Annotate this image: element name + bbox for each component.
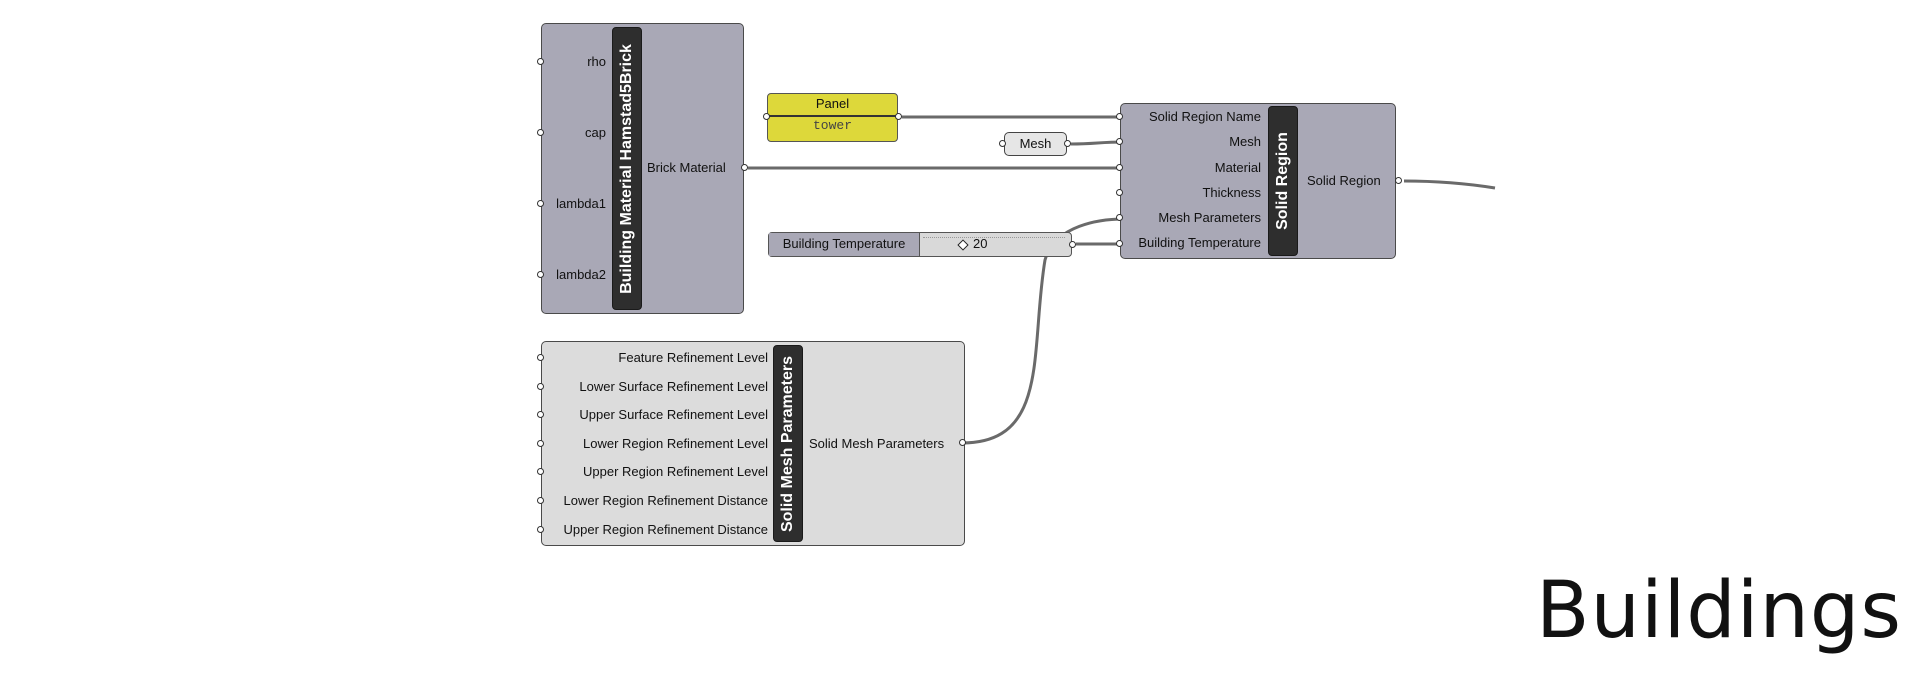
input-lambda2: lambda2 [556, 267, 606, 282]
solid-region-title-bar[interactable]: Solid Region [1268, 106, 1298, 256]
port-brick-material-out[interactable] [741, 164, 748, 171]
input-lambda1: lambda1 [556, 196, 606, 211]
solid-region-component[interactable]: Solid Region Solid Region Name Mesh Mate… [1120, 103, 1396, 259]
port-lambda1[interactable] [537, 200, 544, 207]
port-region-material[interactable] [1116, 164, 1123, 171]
slider-grip[interactable] [957, 239, 969, 251]
canvas-group-title: Buildings [1536, 566, 1903, 656]
port-panel-out[interactable] [895, 113, 902, 120]
input-feature-refinement-level: Feature Refinement Level [618, 350, 768, 365]
panel-component[interactable]: Panel tower [767, 93, 898, 142]
mesh-param[interactable]: Mesh [1004, 132, 1067, 156]
output-brick-material: Brick Material [647, 160, 726, 175]
input-mesh-parameters: Mesh Parameters [1158, 210, 1261, 225]
port-upper-region[interactable] [537, 468, 544, 475]
input-upper-region-refinement-distance: Upper Region Refinement Distance [563, 522, 769, 537]
input-material: Material [1214, 160, 1261, 175]
input-upper-region-refinement-level: Upper Region Refinement Level [583, 464, 768, 479]
port-panel-in[interactable] [763, 113, 770, 120]
port-mesh-in[interactable] [999, 140, 1006, 147]
panel-title: Panel [768, 94, 897, 117]
port-feature-refinement[interactable] [537, 354, 544, 361]
input-upper-surface-refinement-level: Upper Surface Refinement Level [579, 407, 768, 422]
input-thickness: Thickness [1202, 185, 1261, 200]
port-solid-region-out[interactable] [1395, 177, 1402, 184]
brick-material-title-bar[interactable]: Building Material Hamstad5Brick [612, 27, 642, 310]
input-lower-region-refinement-distance: Lower Region Refinement Distance [563, 493, 769, 508]
input-lower-surface-refinement-level: Lower Surface Refinement Level [579, 379, 768, 394]
port-region-mesh[interactable] [1116, 138, 1123, 145]
port-lambda2[interactable] [537, 271, 544, 278]
port-lower-surface[interactable] [537, 383, 544, 390]
input-rho: rho [587, 54, 606, 69]
solid-mesh-parameters-component[interactable]: Solid Mesh Parameters Feature Refinement… [541, 341, 965, 546]
slider-track[interactable]: 20 [919, 233, 1071, 256]
input-building-temperature: Building Temperature [1138, 235, 1261, 250]
port-lower-region[interactable] [537, 440, 544, 447]
port-region-name[interactable] [1116, 113, 1123, 120]
solid-region-title: Solid Region [1274, 132, 1291, 230]
slider-name: Building Temperature [769, 233, 920, 256]
solid-mesh-title-bar[interactable]: Solid Mesh Parameters [773, 345, 803, 542]
input-lower-region-refinement-level: Lower Region Refinement Level [583, 436, 768, 451]
port-region-mesh-parameters[interactable] [1116, 214, 1123, 221]
port-mesh-out[interactable] [1064, 140, 1071, 147]
port-solid-mesh-out[interactable] [959, 439, 966, 446]
port-upper-distance[interactable] [537, 526, 544, 533]
port-slider-out[interactable] [1069, 241, 1076, 248]
port-region-thickness[interactable] [1116, 189, 1123, 196]
slider-value: 20 [973, 236, 988, 251]
port-rho[interactable] [537, 58, 544, 65]
wire-meshparams-to-region [961, 217, 1125, 445]
input-mesh: Mesh [1229, 134, 1261, 149]
panel-text[interactable]: tower [812, 118, 852, 133]
slider-ticks [923, 237, 1065, 241]
solid-mesh-title: Solid Mesh Parameters [779, 355, 796, 532]
output-solid-region: Solid Region [1307, 173, 1381, 188]
port-lower-distance[interactable] [537, 497, 544, 504]
port-region-temperature[interactable] [1116, 240, 1123, 247]
input-solid-region-name: Solid Region Name [1148, 109, 1261, 124]
input-cap: cap [585, 125, 606, 140]
output-solid-mesh-parameters: Solid Mesh Parameters [809, 436, 945, 451]
wire-solid-region-out [1403, 179, 1496, 190]
building-temperature-slider[interactable]: Building Temperature 20 [768, 232, 1072, 257]
port-upper-surface[interactable] [537, 411, 544, 418]
brick-material-component[interactable]: Building Material Hamstad5Brick rho cap … [541, 23, 744, 314]
brick-material-title: Building Material Hamstad5Brick [618, 43, 635, 294]
port-cap[interactable] [537, 129, 544, 136]
